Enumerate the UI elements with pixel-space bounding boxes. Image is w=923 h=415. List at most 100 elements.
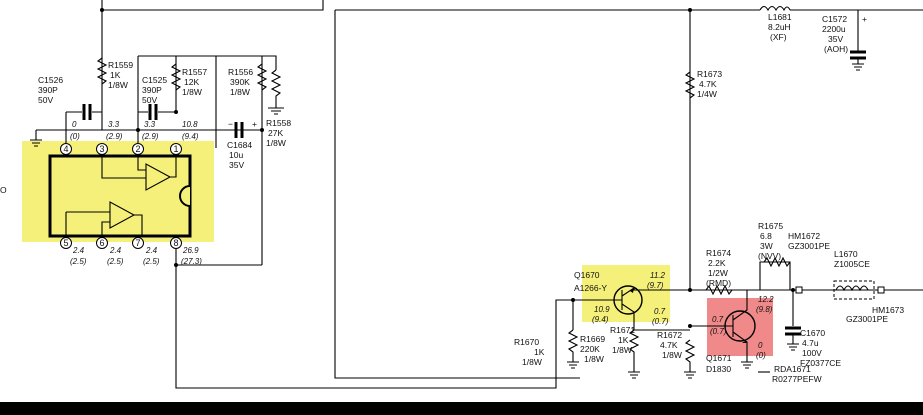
ground-symbol: [741, 361, 753, 369]
r1669-value: 220K: [580, 344, 600, 354]
pin-label: 7: [135, 238, 140, 248]
opamp-upper: [145, 163, 172, 191]
r1673-ref: R1673: [697, 69, 722, 79]
c1684-value: 10u: [229, 150, 243, 160]
r1670-ref: R1670: [514, 337, 539, 347]
hm1672-part: GZ3001PE: [788, 241, 830, 251]
c1572-value: 2200u: [822, 24, 846, 34]
r1557-ref: R1557: [182, 67, 207, 77]
c1525-rating: 50V: [142, 95, 157, 105]
fusible-hm1673: [877, 286, 885, 294]
ic-section: + − 4 3 2 1 5 6 7 8 0 (0) 3.3: [0, 0, 566, 389]
voltage-pin5-standby: (2.5): [70, 257, 87, 266]
ground-symbol: [567, 361, 579, 369]
c1670-part: FZ0377CE: [800, 358, 841, 368]
r1675-type: (NVV): [758, 251, 781, 261]
l1681-type: (XF): [770, 32, 787, 42]
junction-dot: [174, 263, 178, 267]
l1670-part: Z1005CE: [834, 259, 870, 269]
c1572-rating: 35V: [828, 34, 843, 44]
q1671-ref: Q1671: [706, 353, 732, 363]
q1671-base-v: 0.7: [712, 315, 724, 324]
inductor-l1681: [759, 5, 791, 12]
r1559-value: 1K: [110, 70, 121, 80]
wire: [66, 110, 177, 113]
r1672-value: 4.7K: [660, 340, 678, 350]
r1556-value: 390K: [230, 77, 250, 87]
fusible-hm1672: [795, 286, 803, 294]
hm1673-part: GZ3001PE: [846, 314, 888, 324]
voltage-pin8-standby: (27.3): [181, 257, 202, 266]
r1672-rating: 1/8W: [662, 350, 682, 360]
r1669-rating: 1/8W: [584, 354, 604, 364]
pin-label: 3: [99, 144, 104, 154]
r1670-rating: 1/8W: [522, 357, 542, 367]
r1674-type: (RMD): [706, 278, 731, 288]
voltage-pin2-standby: (2.9): [142, 132, 159, 141]
l1681-ref: L1681: [768, 12, 792, 22]
resistor-r1671: [628, 329, 690, 372]
junction-dot: [136, 128, 140, 132]
voltage-pin1-standby: (9.4): [182, 132, 199, 141]
c1526-value: 390P: [38, 85, 58, 95]
pin-label: 4: [63, 144, 68, 154]
c1670-ref: C1670: [800, 328, 825, 338]
hm1672-ref: HM1672: [788, 231, 820, 241]
c1684-rating: 35V: [229, 160, 244, 170]
capacitor-c1526: [82, 104, 92, 120]
r1558-value: 27K: [268, 128, 283, 138]
q1671-emitter-v: 0: [758, 341, 763, 350]
resistor-r1670: [567, 329, 579, 362]
q1670-collector-v: 0.7: [654, 307, 666, 316]
voltage-pin4-standby: (0): [70, 132, 80, 141]
resistor-r1556: [256, 63, 268, 91]
l1681-value: 8.2uH: [768, 22, 791, 32]
junction-dot: [791, 288, 795, 292]
q1671-collector-v: 12.2: [758, 295, 774, 304]
wire: [175, 249, 566, 389]
voltage-pin7: 2.4: [145, 246, 158, 255]
resistor-r1672: [684, 339, 696, 372]
ground-symbol: [787, 334, 799, 351]
c1684-ref: C1684: [227, 140, 252, 150]
c1670-value: 4.7u: [802, 338, 819, 348]
pin-label: 2: [135, 144, 140, 154]
voltage-pin4: 0: [72, 120, 77, 129]
opamp-lower: [109, 201, 136, 229]
bottom-border: [0, 402, 923, 415]
wire: [759, 261, 791, 290]
capacitor-c1684: [234, 122, 244, 138]
r1557-rating: 1/8W: [182, 87, 202, 97]
r1674-rating: 1/2W: [708, 268, 728, 278]
resistor-r1673: [684, 71, 696, 99]
rda1671-ref: RDA1671: [774, 364, 811, 374]
voltage-pin1: 10.8: [182, 120, 198, 129]
q1670-collector-v-standby: (0.7): [652, 317, 669, 326]
c1526-ref: C1526: [38, 75, 63, 85]
junction-dot: [260, 128, 264, 132]
r1671-ref: R1671: [610, 325, 635, 335]
left-edge-mark: O: [0, 185, 7, 195]
c1572-type: (AOH): [824, 44, 848, 54]
q1671-emitter-v-standby: (0): [756, 351, 766, 360]
r1669-ref: R1669: [580, 334, 605, 344]
ground-symbol: [30, 130, 42, 147]
r1556-ref: R1556: [228, 67, 253, 77]
resistor-r1559: [96, 57, 108, 85]
r1559-rating: 1/8W: [108, 80, 128, 90]
capacitor-c1525: [148, 104, 158, 120]
q1670-base-v-standby: (9.4): [592, 315, 609, 324]
voltage-pin3-standby: (2.9): [106, 132, 123, 141]
wire: [334, 9, 923, 379]
voltage-pin8: 26.9: [182, 246, 199, 255]
wire: [65, 211, 143, 236]
q1670-emitter-v-standby: (9.7): [647, 281, 664, 290]
pin-label: 6: [99, 238, 104, 248]
wire: [690, 290, 748, 362]
resistor-r1675: [763, 256, 791, 268]
ground-symbol: [628, 371, 640, 379]
resistor-r1674: [705, 284, 760, 296]
q1671-part: D1830: [706, 364, 731, 374]
q1670-emitter-v: 11.2: [650, 271, 666, 280]
